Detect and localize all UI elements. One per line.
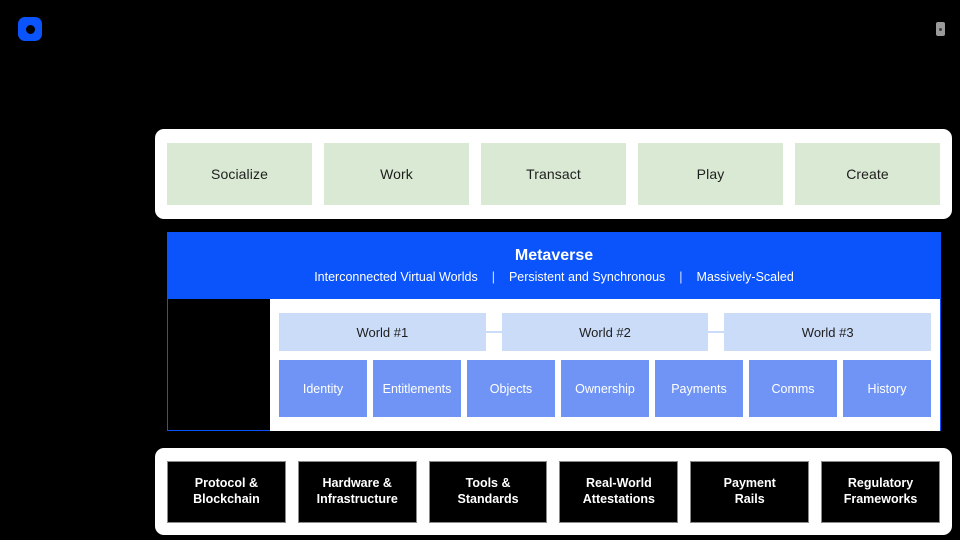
foundation-chip-regulatory-frameworks[interactable]: Regulatory Frameworks [821, 460, 940, 523]
world-label: World #2 [579, 324, 631, 340]
world-box-2[interactable]: World #2 [501, 313, 709, 351]
foundation-label-line2: Frameworks [843, 491, 918, 506]
primitive-label: Identity [302, 381, 344, 396]
activity-label: Create [846, 166, 889, 182]
battery-icon-dot [939, 27, 942, 31]
foundation-label-line2: Attestations [582, 491, 656, 506]
metaverse-separator: | [679, 270, 683, 284]
world-connector-icon [708, 331, 725, 333]
foundation-label: Hardware & Infrastructure [317, 476, 398, 507]
primitive-box-identity[interactable]: Identity [279, 360, 367, 417]
foundation-label-line2: Standards [457, 491, 519, 506]
primitive-box-entitlements[interactable]: Entitlements [373, 360, 461, 417]
foundation-label-line1: Real-World [586, 475, 652, 490]
primitive-label: Entitlements [382, 381, 452, 396]
foundation-chip-protocol-blockchain[interactable]: Protocol & Blockchain [167, 460, 286, 523]
foundation-label-line1: Protocol & [194, 475, 258, 490]
foundation-chip-payment-rails[interactable]: Payment Rails [690, 460, 810, 523]
activities-panel: Socialize Work Transact Play Create [155, 129, 952, 219]
primitive-label: Comms [771, 381, 815, 396]
metaverse-banner: Metaverse Interconnected Virtual Worlds … [167, 232, 941, 299]
app-logo-icon[interactable] [18, 17, 42, 41]
activity-label: Socialize [211, 166, 268, 182]
app-logo-icon-hole [25, 24, 35, 34]
foundation-label-line2: Blockchain [193, 491, 260, 506]
activity-chip-play[interactable]: Play [638, 143, 783, 205]
primitive-label: History [867, 381, 907, 396]
primitive-box-objects[interactable]: Objects [467, 360, 555, 417]
foundation-label-line2: Rails [734, 491, 765, 506]
primitive-box-comms[interactable]: Comms [749, 360, 837, 417]
activity-label: Transact [526, 166, 581, 182]
foundation-label: Protocol & Blockchain [193, 476, 260, 507]
activity-chip-create[interactable]: Create [795, 143, 940, 205]
foundation-label-line2: Infrastructure [316, 491, 398, 506]
activity-label: Play [696, 166, 725, 182]
foundation-chip-tools-standards[interactable]: Tools & Standards [428, 460, 548, 523]
metaverse-attribute: Massively-Scaled [696, 270, 794, 284]
foundation-label: Tools & Standards [458, 476, 519, 507]
foundation-label-line1: Regulatory [847, 475, 914, 490]
metaverse-attribute: Persistent and Synchronous [508, 270, 666, 284]
activity-chip-socialize[interactable]: Socialize [167, 143, 312, 205]
worlds-panel: World #1 World #2 World #3 Identity Enti… [270, 299, 940, 431]
primitive-label: Payments [671, 381, 727, 396]
foundation-label-line1: Tools & [465, 475, 511, 490]
primitive-box-history[interactable]: History [843, 360, 931, 417]
activity-chip-transact[interactable]: Transact [481, 143, 626, 205]
worlds-row: World #1 World #2 World #3 [279, 313, 932, 351]
primitive-label: Ownership [575, 381, 635, 396]
foundations-panel: Protocol & Blockchain Hardware & Infrast… [155, 448, 952, 535]
world-connector-icon [485, 331, 502, 333]
metaverse-attribute: Interconnected Virtual Worlds [314, 270, 478, 284]
foundation-chip-hardware-infrastructure[interactable]: Hardware & Infrastructure [297, 460, 417, 523]
activity-chip-work[interactable]: Work [324, 143, 469, 205]
foundation-label: Regulatory Frameworks [844, 476, 918, 507]
world-box-1[interactable]: World #1 [279, 313, 486, 351]
primitive-box-ownership[interactable]: Ownership [561, 360, 649, 417]
primitive-box-payments[interactable]: Payments [655, 360, 743, 417]
foundation-label: Payment Rails [724, 476, 776, 507]
metaverse-attributes: Interconnected Virtual Worlds | Persiste… [314, 270, 794, 284]
foundation-label: Real-World Attestations [583, 476, 655, 507]
metaverse-separator: | [491, 270, 495, 284]
worlds-gutter [168, 299, 269, 430]
world-box-3[interactable]: World #3 [724, 313, 932, 351]
foundation-chip-real-world-attestations[interactable]: Real-World Attestations [559, 460, 679, 523]
battery-icon [936, 22, 945, 36]
world-label: World #3 [801, 324, 854, 340]
primitives-row: Identity Entitlements Objects Ownership … [279, 360, 931, 417]
metaverse-title: Metaverse [514, 247, 594, 264]
foundation-label-line1: Hardware & [322, 475, 392, 490]
activity-label: Work [380, 166, 413, 182]
worlds-frame: World #1 World #2 World #3 Identity Enti… [167, 299, 941, 431]
foundation-label-line1: Payment [723, 475, 776, 490]
primitive-label: Objects [489, 381, 533, 396]
world-label: World #1 [356, 324, 409, 340]
